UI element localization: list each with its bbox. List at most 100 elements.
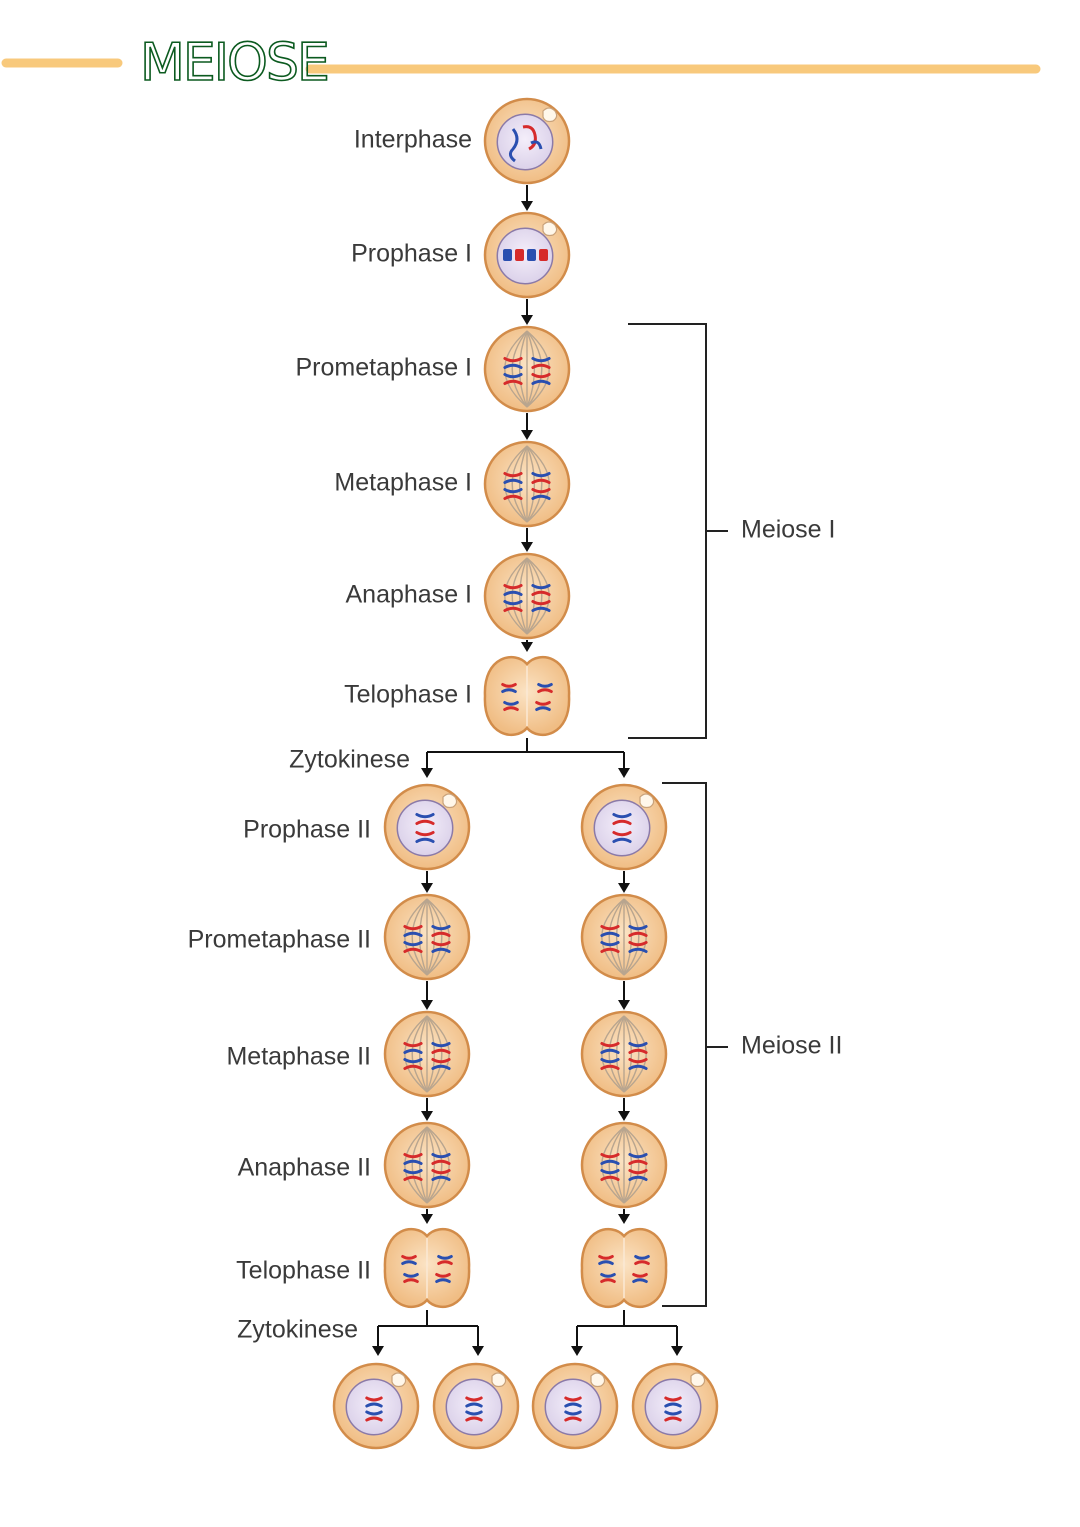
spindle-fiber: [426, 898, 436, 976]
chromosome: [501, 683, 517, 688]
stage2-label: Prophase II: [243, 816, 371, 844]
stage-label: Interphase: [354, 126, 472, 154]
chromosome: [503, 249, 512, 261]
chromosome: [628, 1159, 648, 1165]
spindle-fiber: [526, 557, 543, 635]
centrosome: [542, 221, 558, 237]
chromosome: [664, 1402, 682, 1408]
stage-label: Telophase I: [344, 681, 472, 709]
chromosome: [600, 1042, 620, 1048]
chromosome: [431, 931, 451, 937]
nucleus: [345, 1378, 403, 1436]
chromatin: [530, 140, 543, 150]
chromosome: [431, 1153, 451, 1159]
daughter-cell-2: [531, 1362, 619, 1450]
spindle-fiber: [511, 445, 528, 523]
stage-cell-1: [483, 211, 571, 299]
spindle-fiber: [608, 1015, 625, 1093]
spindle-fiber: [601, 1015, 625, 1093]
chromosome: [664, 1416, 682, 1422]
chromosome: [431, 1169, 451, 1175]
spindle-fiber: [411, 1015, 428, 1093]
spindle-fiber: [418, 898, 428, 976]
bracket-meiosis2: [662, 782, 707, 1307]
stage2-arrow-head: [618, 1111, 630, 1121]
chromosome: [628, 947, 648, 953]
spindle-fiber: [526, 445, 550, 523]
spindle-fiber: [518, 445, 528, 523]
stage2-arrow-head: [618, 1000, 630, 1010]
centrosome: [491, 1372, 507, 1388]
chromosome: [531, 590, 551, 596]
chromosome: [503, 600, 523, 606]
chromosome: [600, 1064, 620, 1070]
chromosome: [403, 1278, 419, 1283]
spindle-fiber: [504, 330, 528, 408]
spindle-fiber: [615, 898, 625, 976]
chromosome: [403, 1175, 423, 1181]
chromosome: [431, 941, 451, 947]
spindle-fiber: [623, 898, 640, 976]
chromosome: [503, 363, 523, 369]
chromosome: [403, 947, 423, 953]
stage-arrow-head: [521, 642, 533, 652]
chromosome: [403, 1058, 423, 1064]
chromosome: [465, 1396, 483, 1402]
chromosome: [503, 357, 523, 363]
chromosome: [503, 478, 523, 484]
chromatin: [508, 128, 519, 163]
stage2-arrow-head: [421, 883, 433, 893]
stage-arrow-head: [521, 315, 533, 325]
chromosome: [531, 600, 551, 606]
chromosome: [503, 373, 523, 379]
chromosome: [600, 1153, 620, 1159]
chromosome: [628, 1058, 648, 1064]
page-title: MEIOSE: [140, 33, 328, 93]
chromosome: [431, 1048, 451, 1054]
chromosome: [435, 1273, 451, 1278]
stage-cell-0: [483, 97, 571, 185]
spindle-fiber: [623, 1015, 647, 1093]
chromosome: [503, 494, 523, 500]
chromosome: [535, 706, 551, 711]
spindle-fiber: [504, 445, 528, 523]
stage2-cell-1-4: [580, 1227, 668, 1309]
daughter-cell-1: [432, 1362, 520, 1450]
stage2-cell-1-0: [580, 783, 668, 871]
chromatin: [522, 125, 537, 151]
chromosome: [531, 363, 551, 369]
chromosome: [628, 1064, 648, 1070]
spindle-fiber: [404, 898, 428, 976]
stage-cell-2: [483, 325, 571, 413]
chromosome: [465, 1410, 483, 1416]
spindle-fiber: [601, 1126, 625, 1204]
chromosome: [600, 947, 620, 953]
chromosome: [401, 1260, 417, 1265]
stage-cell-4: [483, 552, 571, 640]
spindle-fiber: [426, 1015, 443, 1093]
chromosome: [531, 357, 551, 363]
split2-arrow-head: [671, 1346, 683, 1356]
chromosome: [612, 813, 632, 819]
stage2-cell-1-2: [580, 1010, 668, 1098]
chromosome: [503, 701, 519, 706]
chromosome: [628, 1153, 648, 1159]
spindle-fiber: [518, 557, 528, 635]
stage2-label: Metaphase II: [226, 1043, 371, 1071]
chromosome: [431, 1175, 451, 1181]
chromosome: [403, 925, 423, 931]
spindle-fiber: [623, 1015, 640, 1093]
chromosome: [531, 472, 551, 478]
chromosome: [537, 688, 553, 693]
spindle-fiber: [418, 1126, 428, 1204]
chromosome: [531, 373, 551, 379]
chromosome: [531, 606, 551, 612]
chromosome: [600, 1159, 620, 1165]
spindle-fiber: [426, 1126, 443, 1204]
chromosome: [537, 683, 553, 688]
stage2-label: Anaphase II: [238, 1154, 371, 1182]
chromosome: [628, 1175, 648, 1181]
chromosome: [564, 1396, 582, 1402]
